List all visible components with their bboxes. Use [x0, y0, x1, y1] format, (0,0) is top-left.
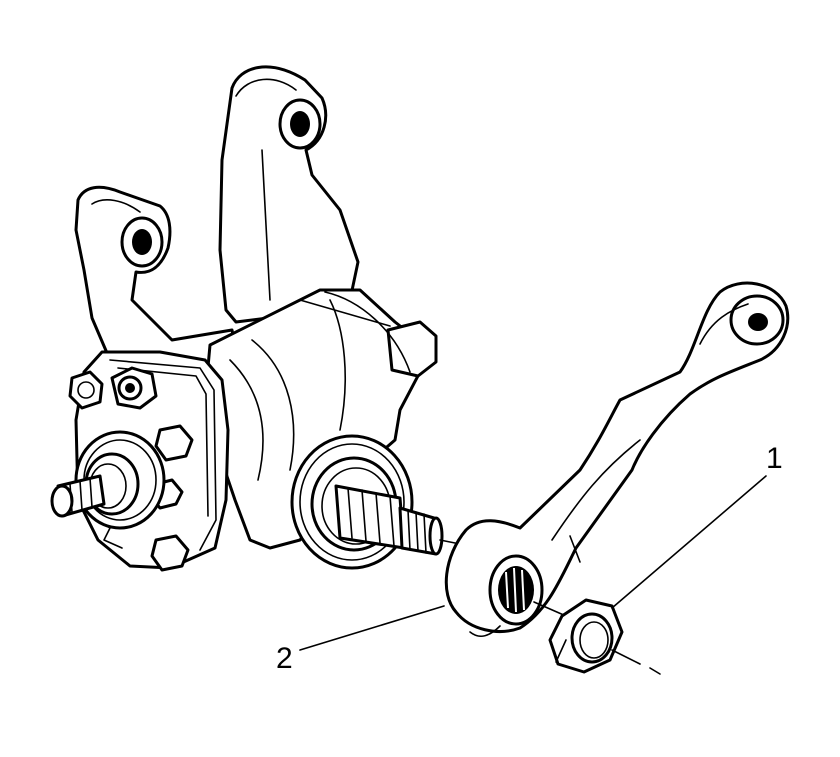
callout-label-1: 1	[766, 442, 783, 475]
leader-line-1	[611, 475, 767, 609]
sector-shaft	[334, 484, 471, 556]
callout-leaders	[299, 475, 767, 651]
pitman-arm-nut	[548, 598, 661, 675]
callout-label-2: 2	[276, 642, 293, 675]
leader-line-2	[299, 605, 445, 651]
pitman-arm	[444, 281, 790, 638]
cover-bolts	[68, 366, 194, 572]
input-shaft	[50, 430, 166, 549]
